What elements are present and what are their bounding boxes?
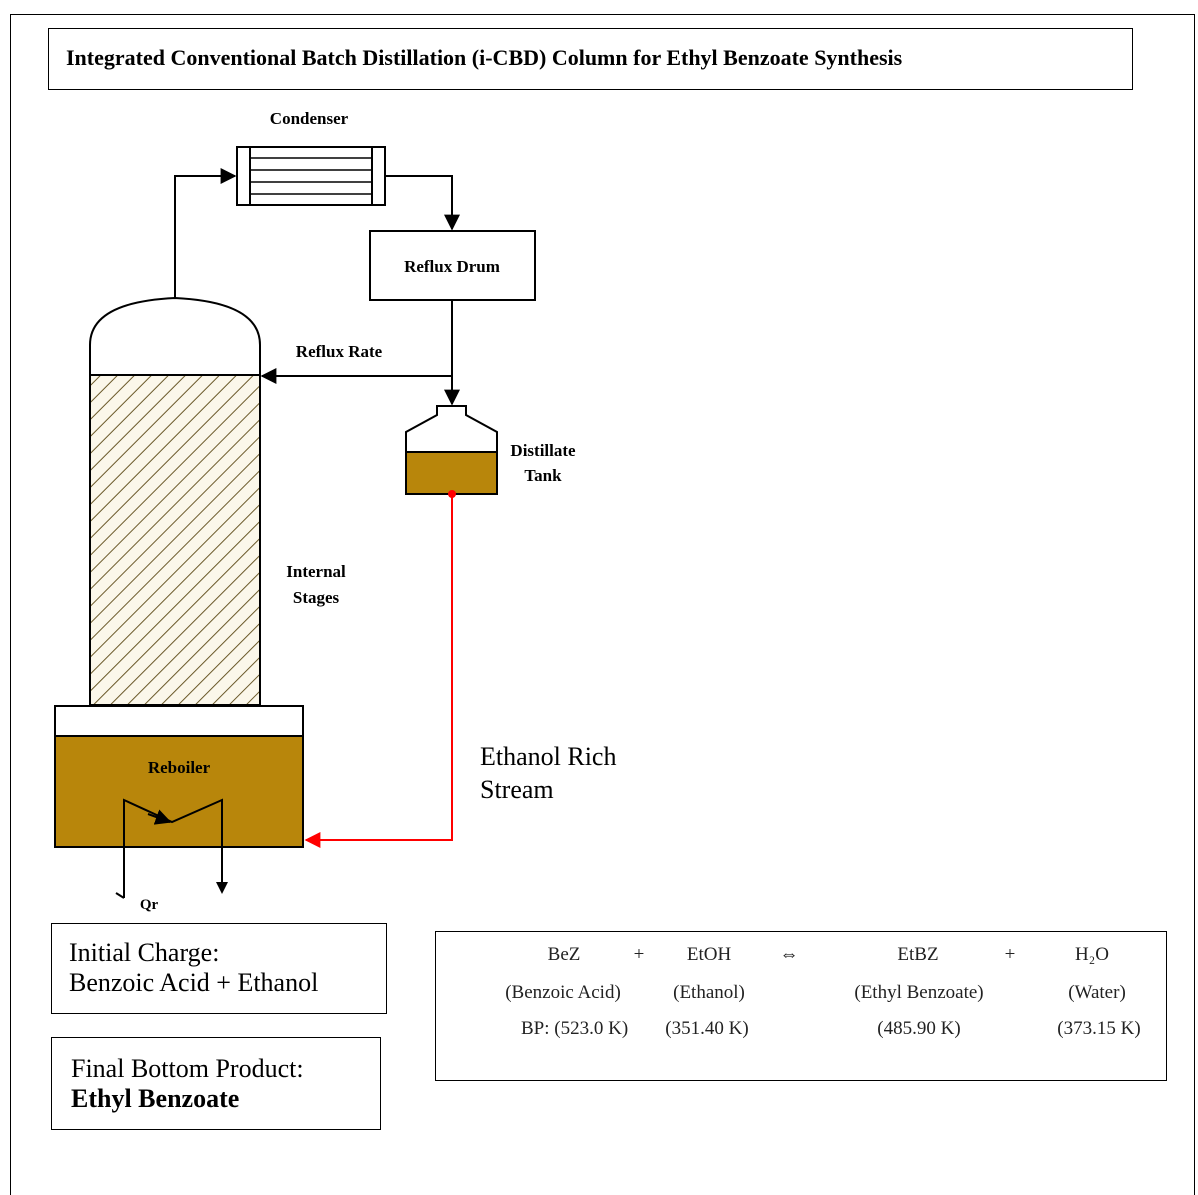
plus-sign-2: + bbox=[1004, 944, 1016, 965]
internal-stages-packing bbox=[89, 374, 261, 706]
condenser bbox=[236, 146, 386, 206]
diagram-title: Integrated Conventional Batch Distillati… bbox=[66, 45, 903, 70]
reboiler-liquid bbox=[54, 735, 304, 848]
final-product-box: Final Bottom Product: Ethyl Benzoate bbox=[51, 1037, 381, 1130]
bp-benzoic-acid: BP: (523.0 K) bbox=[521, 1018, 629, 1039]
column-dome bbox=[89, 296, 261, 376]
plus-sign-1: + bbox=[633, 944, 645, 965]
name-water: (Water) bbox=[1068, 982, 1126, 1003]
bp-ethanol: (351.40 K) bbox=[665, 1018, 749, 1039]
internal-stages-label-2: Stages bbox=[293, 588, 340, 607]
final-product-title: Final Bottom Product: bbox=[71, 1054, 304, 1083]
initial-charge-title: Initial Charge: bbox=[69, 938, 220, 967]
heating-coil bbox=[123, 798, 223, 898]
name-benzoic-acid: (Benzoic Acid) bbox=[505, 982, 621, 1003]
title-box: Integrated Conventional Batch Distillati… bbox=[48, 28, 1133, 90]
condenser-label: Condenser bbox=[270, 109, 349, 128]
final-product-name: Ethyl Benzoate bbox=[71, 1084, 240, 1113]
distillate-tank bbox=[405, 405, 498, 495]
ethanol-stream-label-2: Stream bbox=[480, 775, 554, 804]
product-etbz: EtBZ bbox=[897, 944, 939, 965]
reflux-drum-label: Reflux Drum bbox=[404, 257, 500, 276]
reboiler-vapor-space bbox=[54, 705, 304, 737]
name-ethyl-benzoate: (Ethyl Benzoate) bbox=[854, 982, 984, 1003]
reflux-rate-label: Reflux Rate bbox=[296, 342, 383, 361]
reactant-bez: BeZ bbox=[547, 944, 581, 965]
reboiler-label: Reboiler bbox=[148, 758, 211, 777]
initial-charge-contents: Benzoic Acid + Ethanol bbox=[69, 968, 319, 997]
internal-stages-label-1: Internal bbox=[286, 562, 346, 581]
name-ethanol: (Ethanol) bbox=[673, 982, 745, 1003]
ethanol-stream-label-1: Ethanol Rich bbox=[480, 742, 616, 771]
bp-water: (373.15 K) bbox=[1057, 1018, 1141, 1039]
distillate-tank-label-2: Tank bbox=[524, 466, 562, 485]
page-frame bbox=[10, 14, 1195, 1195]
equilibrium-arrow: ⇔ bbox=[779, 944, 799, 965]
ethanol-stream-line bbox=[304, 494, 453, 848]
bp-ethyl-benzoate: (485.90 K) bbox=[877, 1018, 961, 1039]
distillate-tank-label-1: Distillate bbox=[510, 441, 576, 460]
vapor-line bbox=[174, 168, 237, 298]
reactant-etoh: EtOH bbox=[686, 944, 732, 965]
condensate-line bbox=[385, 175, 460, 231]
initial-charge-box: Initial Charge: Benzoic Acid + Ethanol bbox=[51, 923, 387, 1014]
qr-label: Qr bbox=[140, 897, 159, 913]
coil-outlet-arrow bbox=[216, 882, 228, 894]
product-water: H₂O bbox=[1074, 944, 1110, 965]
reaction-box: BeZ + EtOH ⇔ EtBZ + H₂O (Benzoic Acid) (… bbox=[435, 931, 1167, 1081]
